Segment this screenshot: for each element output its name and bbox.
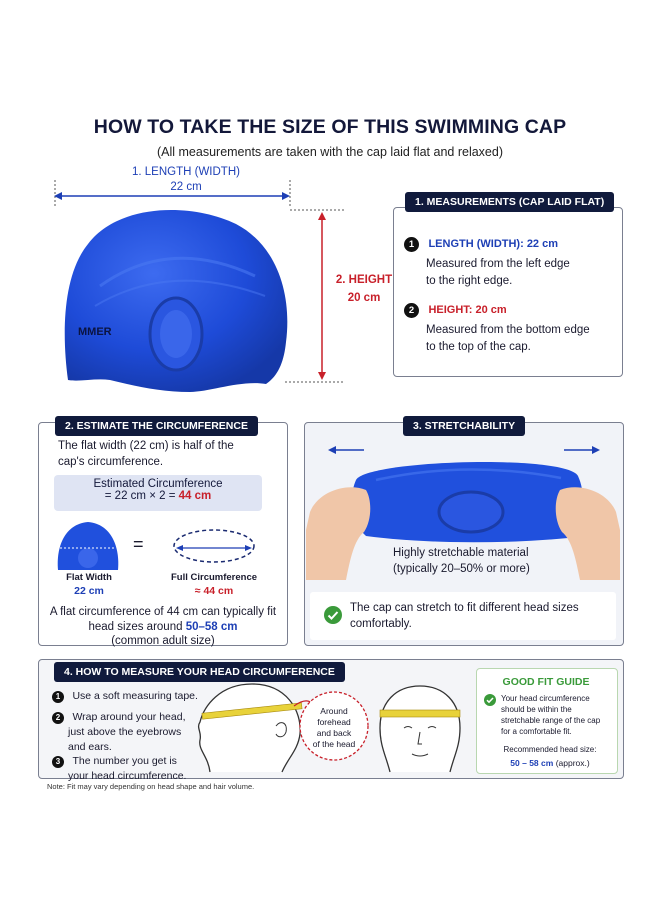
height-desc-2: to the top of the cap. — [426, 341, 531, 353]
head-step-3: 3 The number you get is your head circum… — [52, 751, 202, 784]
footnote: Note: Fit may vary depending on head sha… — [47, 782, 255, 791]
head-callout: Around forehead and back of the head — [312, 706, 356, 749]
flat-width-label: Flat Width — [66, 572, 112, 583]
stretch-illustration — [306, 446, 620, 580]
measurement-item-2: 2 HEIGHT: 20 cm Measured from the bottom… — [404, 300, 614, 356]
circ-note-2: head sizes around 50–58 cm — [88, 621, 238, 633]
height-label: 2. HEIGHT — [335, 274, 393, 286]
fit-rec-label: Recommended head size: — [503, 745, 597, 754]
length-value: 22 cm — [170, 181, 202, 193]
full-circ-label: Full Circumference — [170, 572, 258, 583]
head-step-1: 1 Use a soft measuring tape. — [52, 686, 202, 704]
circ-note-3: (common adult size) — [111, 635, 215, 647]
fit-check-icon — [484, 694, 496, 706]
circ-intro-2: cap's circumference. — [58, 456, 164, 468]
cap-diagram: 1. LENGTH (WIDTH) 22 cm MMER 2. HEIGHT 2 — [40, 166, 400, 396]
height-desc-1: Measured from the bottom edge — [426, 324, 590, 336]
stretch-caption-2: (typically 20–50% or more) — [393, 563, 530, 575]
step-number-2: 2 — [404, 303, 419, 318]
head-illustrations — [197, 683, 461, 773]
check-icon — [324, 606, 342, 624]
cap-svg — [54, 180, 345, 392]
step-number-1: 1 — [404, 237, 419, 252]
circ-note-1: A flat circumference of 44 cm can typica… — [49, 606, 277, 618]
circ-intro-1: The flat width (22 cm) is half of the — [58, 440, 234, 452]
cap-brand-text: MMER — [78, 326, 112, 338]
length-label: 1. LENGTH (WIDTH) — [132, 166, 240, 178]
stretch-check-box: The cap can stretch to fit different hea… — [310, 592, 616, 640]
formula-box: Estimated Circumference = 22 cm × 2 = 44… — [54, 475, 262, 511]
page-title: HOW TO TAKE THE SIZE OF THIS SWIMMING CA… — [93, 116, 567, 138]
full-circ-value: ≈ 44 cm — [194, 585, 234, 597]
stretch-check-text-1: The cap can stretch to fit different hea… — [350, 602, 579, 614]
stretch-caption-1: Highly stretchable material — [393, 547, 529, 559]
fit-rec-range: 50 – 58 cm (approx.) — [510, 758, 590, 768]
head-range: 50–58 cm — [185, 621, 238, 633]
length-desc-1: Measured from the left edge — [426, 258, 570, 270]
stretch-check-text-2: comfortably. — [350, 618, 412, 630]
flat-width-value: 22 cm — [74, 585, 104, 597]
formula-text: = 22 cm × 2 = — [104, 490, 176, 502]
formula-result: 44 cm — [178, 490, 212, 502]
height-item-label: HEIGHT: 20 cm — [428, 304, 507, 316]
circumference-header: 2. ESTIMATE THE CIRCUMFERENCE — [55, 416, 258, 436]
height-value: 20 cm — [347, 292, 381, 304]
measurements-header: 1. MEASUREMENTS (CAP LAID FLAT) — [405, 192, 615, 212]
measurement-item-1: 1 LENGTH (WIDTH): 22 cm Measured from th… — [404, 234, 614, 290]
length-item-label: LENGTH (WIDTH): 22 cm — [428, 238, 559, 250]
fit-guide-text: Your head circumference should be within… — [501, 694, 601, 736]
circ-diagram-svg — [57, 522, 255, 570]
fit-guide-box — [476, 668, 618, 774]
equals-sign: = — [133, 534, 144, 554]
head-header: 4. HOW TO MEASURE YOUR HEAD CIRCUMFERENC… — [54, 662, 345, 682]
fit-guide-title: GOOD FIT GUIDE — [502, 676, 590, 688]
head-step-2: 2 Wrap around your head, just above the … — [52, 707, 202, 755]
formula-title: Estimated Circumference — [93, 478, 223, 490]
page-subtitle: (All measurements are taken with the cap… — [156, 145, 503, 159]
stretch-header: 3. STRETCHABILITY — [403, 416, 526, 436]
length-desc-2: to the right edge. — [426, 275, 513, 287]
